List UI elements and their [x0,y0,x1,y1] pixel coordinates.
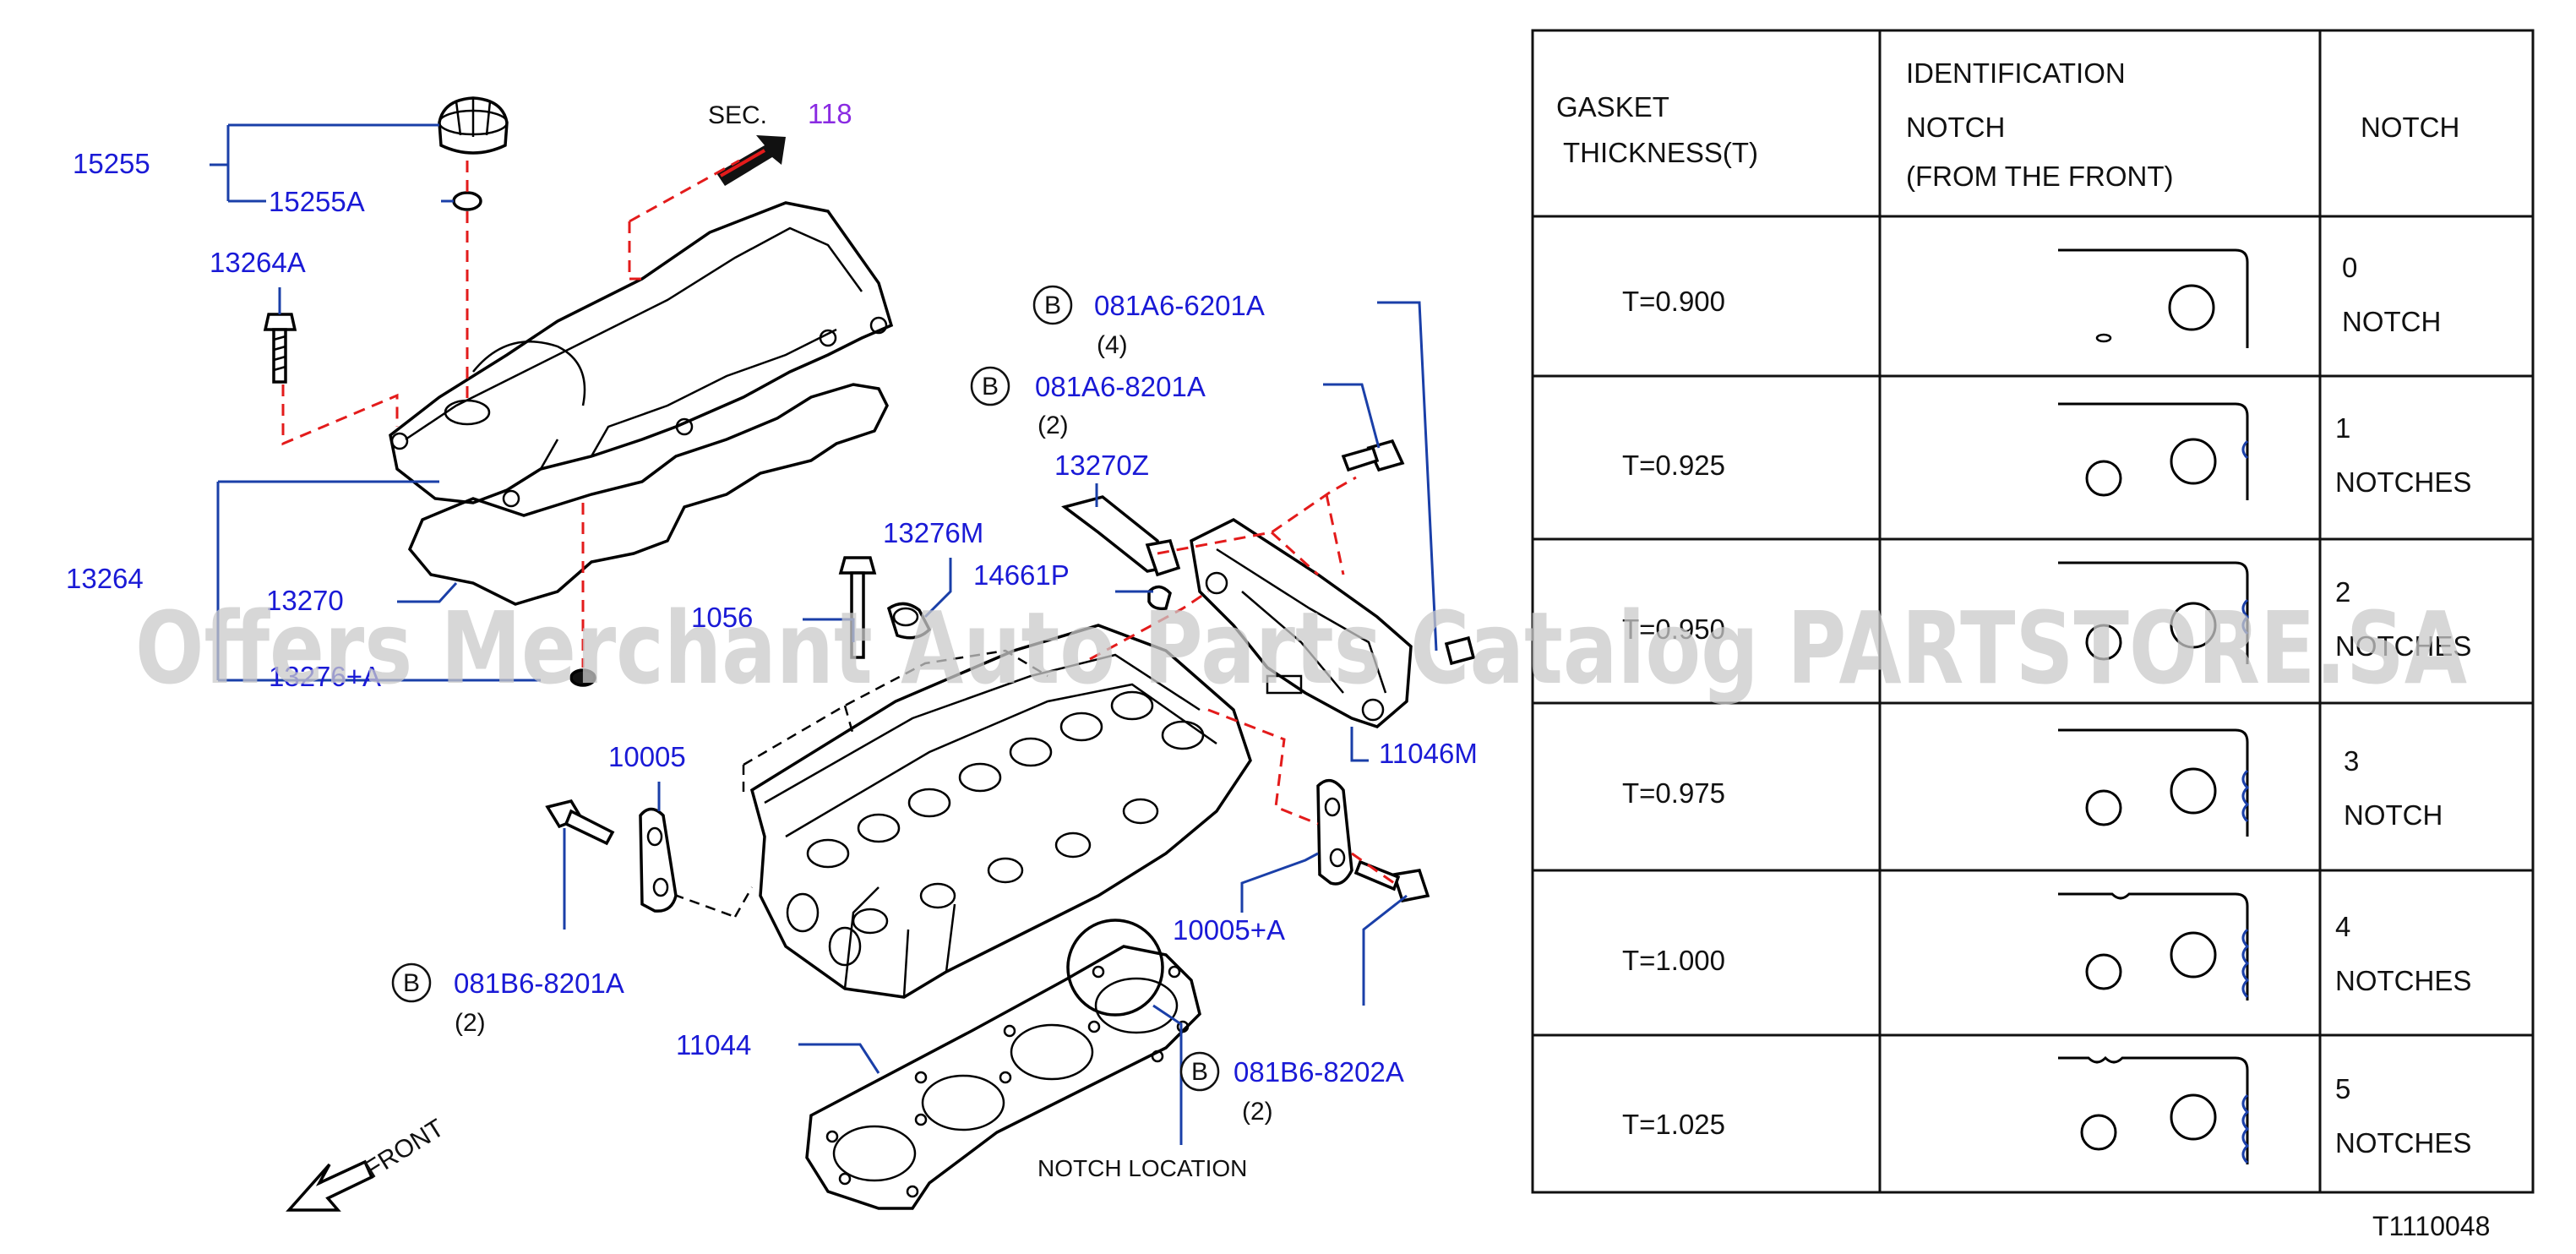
water-outlet-gasket-left [639,807,678,913]
part-081B6-8202A[interactable]: 081B6-8202A [1234,1056,1404,1088]
hose-clip [1147,585,1172,611]
table-row: T=0.975 3 NOTCH [1622,728,2443,837]
assembly-lines [281,159,1395,885]
bolt-left [545,799,615,846]
thickness-value: T=0.925 [1622,450,1725,481]
svg-text:B: B [1044,292,1061,319]
notch-count: 4 [2335,911,2350,942]
bracket-bolt-upper [1341,439,1405,472]
part-13276A[interactable]: 13276+A [269,661,381,692]
notch-unit: NOTCH [2344,799,2443,831]
figure-id: T1110048 [2372,1211,2490,1241]
table-row: T=1.000 4 NOTCHES [1622,892,2471,1000]
filler-cap-o-ring [452,191,482,211]
part-10005[interactable]: 10005 [608,741,686,772]
part-081A6-6201A[interactable]: 081A6-6201A [1094,290,1265,321]
part-14661P[interactable]: 14661P [973,559,1070,591]
part-13264[interactable]: 13264 [66,563,144,594]
part-13270[interactable]: 13270 [266,585,344,616]
rocker-cover [389,201,894,508]
notch-count: 3 [2344,745,2359,777]
header-thickness: THICKNESS(T) [1563,137,1758,168]
section-ref-number[interactable]: 118 [808,98,852,129]
front-label: FRONT [360,1114,449,1184]
notch-count: 5 [2335,1073,2350,1104]
table-row: T=0.925 1 NOTCHES [1622,402,2471,500]
head-plug [886,602,932,640]
part-11046M[interactable]: 11046M [1379,738,1478,769]
svg-text:B: B [982,373,999,401]
part-13276M[interactable]: 13276M [883,517,983,548]
table-row: T=1.025 5 NOTCHES [1622,1055,2471,1164]
part-1056[interactable]: 1056 [691,602,753,633]
header-gasket: GASKET [1556,91,1669,123]
thickness-value: T=0.975 [1622,777,1725,809]
leader-lines [210,123,1438,1145]
part-11044[interactable]: 11044 [676,1029,751,1060]
notch-unit: NOTCHES [2335,630,2471,662]
thickness-value: T=0.900 [1622,286,1725,317]
bracket-bolt-right [1444,635,1476,666]
part-13264A[interactable]: 13264A [210,247,306,278]
thickness-value: T=1.025 [1622,1109,1725,1140]
section-ref-label: SEC. [708,101,767,129]
table-row: T=0.900 0 NOTCH [1622,248,2441,348]
cover-plug [569,668,596,687]
part-081A6-8201A[interactable]: 081A6-8201A [1035,371,1206,402]
header-notch-sub: NOTCH [1906,112,2005,143]
oil-filler-cap [438,96,509,155]
notch-location-circle [1066,919,1164,1017]
notch-unit: NOTCHES [2335,1127,2471,1159]
gasket-thickness-table: GASKET THICKNESS(T) IDENTIFICATION NOTCH… [1531,29,2535,1194]
header-identification: IDENTIFICATION [1906,57,2126,89]
cylinder-head [749,624,1252,999]
notch-unit: NOTCHES [2335,965,2471,996]
notch-unit: NOTCH [2342,306,2441,337]
part-15255[interactable]: 15255 [73,148,150,179]
notch-unit: NOTCHES [2335,466,2471,498]
b-marker-3: B [391,962,432,1003]
rocker-cover-gasket [407,383,889,606]
part-10005A[interactable]: 10005+A [1173,914,1285,946]
part-13270Z[interactable]: 13270Z [1054,450,1149,481]
notch-count: 2 [2335,576,2350,608]
cover-bolt [263,313,297,384]
qty-081A6-8201A: (2) [1037,412,1069,439]
b-marker-1: B [1032,285,1073,325]
qty-081B6-8201A: (2) [455,1009,486,1037]
notch-count: 1 [2335,412,2350,444]
table-row: T=0.950 2 NOTCHES [1622,561,2471,664]
thickness-value: T=1.000 [1622,945,1725,976]
thickness-value: T=0.950 [1622,613,1725,645]
watermark: Offers Merchant Auto Parts Catalog PARTS… [135,590,2467,706]
notch-count: 0 [2342,252,2357,283]
svg-text:B: B [1191,1058,1208,1086]
bolt-right [1353,859,1430,903]
header-from-front: (FROM THE FRONT) [1906,161,2174,192]
front-arrow [286,1159,374,1212]
water-outlet-gasket-right [1316,778,1353,886]
b-marker-2: B [970,366,1010,406]
part-081B6-8201A[interactable]: 081B6-8201A [454,968,624,999]
qty-081A6-6201A: (4) [1097,331,1128,359]
notch-location-label: NOTCH LOCATION [1037,1155,1247,1181]
header-notch: NOTCH [2361,112,2459,143]
section-arrow [716,135,786,186]
b-marker-4: B [1179,1051,1220,1092]
part-15255A[interactable]: 15255A [269,186,365,217]
svg-text:B: B [403,969,420,997]
qty-081B6-8202A: (2) [1242,1098,1273,1126]
harness-bracket [1061,495,1181,577]
